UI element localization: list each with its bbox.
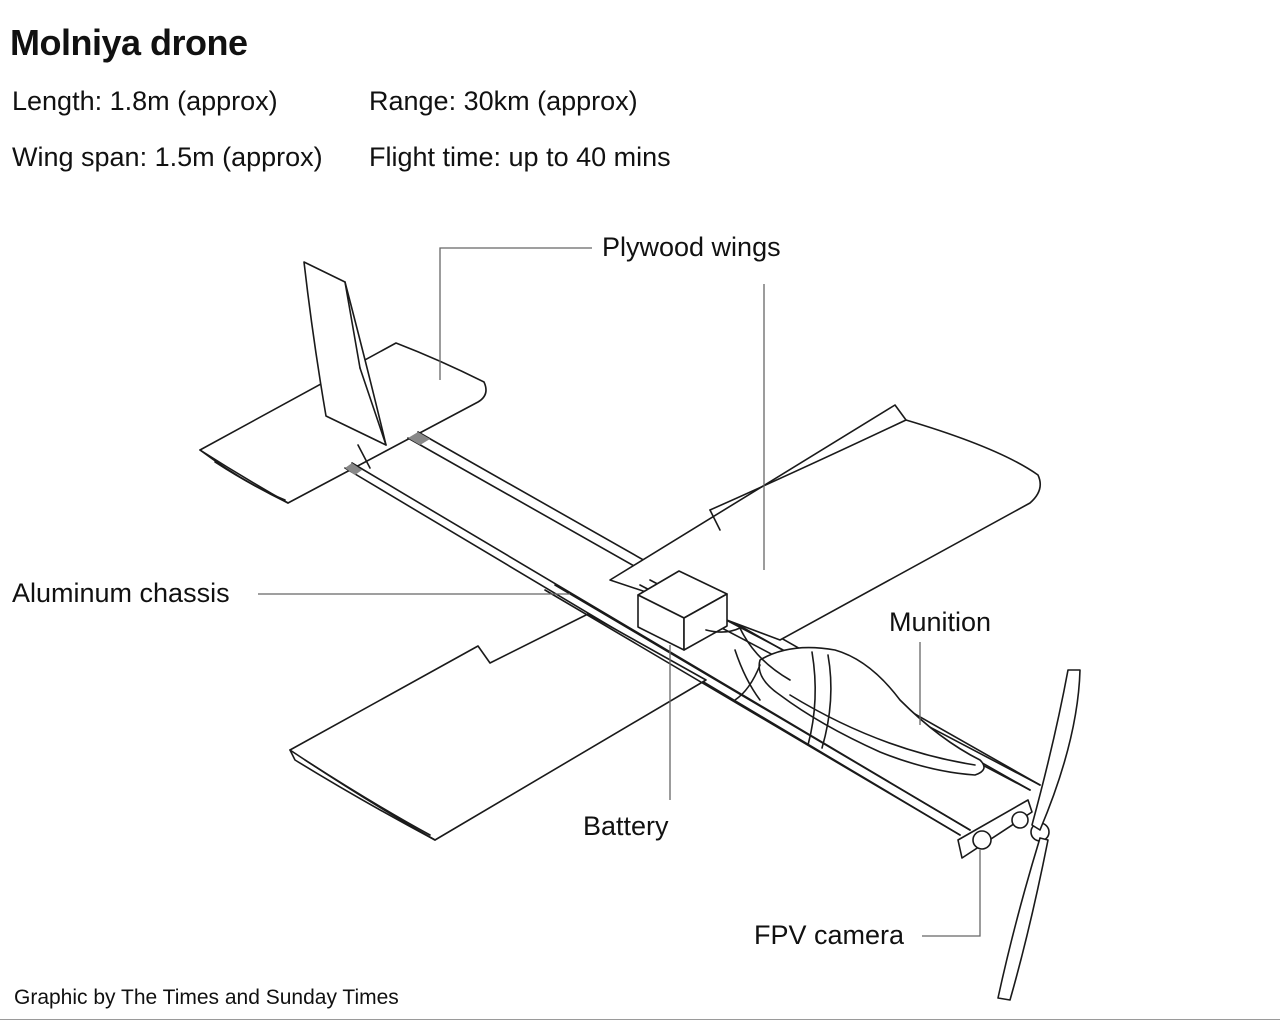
bottom-divider (0, 1019, 1280, 1020)
fpv-camera (957, 799, 1050, 859)
callout-munition: Munition (889, 607, 992, 637)
tail-fin (303, 261, 387, 446)
battery (637, 570, 791, 681)
plywood-wing-right (609, 404, 1041, 641)
spec-length: Length: 1.8m (approx) (12, 86, 278, 116)
callout-plywood-wings: Plywood wings (602, 232, 781, 262)
callout-battery: Battery (583, 811, 669, 841)
callout-aluminum-chassis: Aluminum chassis (12, 578, 230, 608)
spec-flight-time: Flight time: up to 40 mins (369, 142, 671, 172)
spec-wing-span: Wing span: 1.5m (approx) (12, 142, 323, 172)
page-title: Molniya drone (10, 22, 248, 63)
plywood-wing-left (289, 613, 707, 841)
credit-line: Graphic by The Times and Sunday Times (14, 986, 399, 1009)
spec-range: Range: 30km (approx) (369, 86, 638, 116)
propeller (997, 669, 1081, 1001)
callout-fpv-camera: FPV camera (754, 920, 905, 950)
munition (734, 646, 985, 776)
leader-lines (258, 247, 981, 937)
